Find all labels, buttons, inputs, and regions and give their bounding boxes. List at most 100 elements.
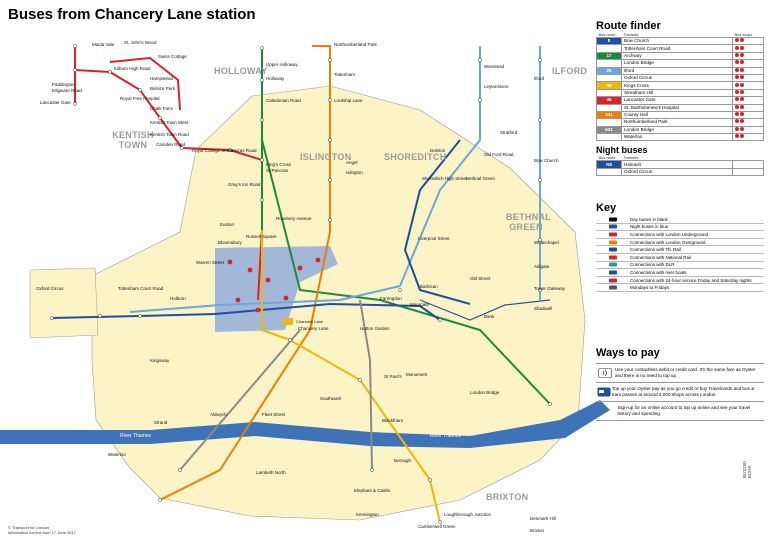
area-label: ILFORD <box>552 66 588 76</box>
route-number <box>596 118 622 127</box>
stop-label: Liverpool Street <box>418 236 450 241</box>
chancery-lane-roundel <box>283 318 293 325</box>
route-destination: London Bridge <box>621 125 733 135</box>
route-45-line <box>261 230 441 523</box>
key-item: Connections with National Rail <box>596 254 764 262</box>
area-label: HOLLOWAY <box>214 66 268 76</box>
bus-stop-icons <box>732 118 764 127</box>
route-25-line <box>129 46 541 313</box>
key-label: Mondays to Fridays <box>630 285 670 291</box>
footer: © Transport for London Information corre… <box>8 525 76 535</box>
stop-label: Camden Road <box>156 142 186 147</box>
route-number <box>596 59 622 68</box>
stop-label: Aldwych <box>210 412 227 417</box>
stop-label: Tottenham <box>334 72 356 77</box>
route-number: 341 <box>596 110 622 120</box>
stop-label: Denmark Hill <box>530 516 556 521</box>
stop-label: Aldgate <box>534 264 550 269</box>
night-buses-heading: Night buses <box>596 145 648 156</box>
route-row: St. Bartholomew's Hospital <box>596 103 764 112</box>
route-destination: St. Bartholomew's Hospital <box>621 103 733 112</box>
route-8-spur <box>419 299 551 321</box>
key-label: Connections with TfL Rail <box>630 247 681 253</box>
key-label: Connections with London Overground <box>630 239 706 245</box>
stop-label: Southwark <box>320 396 342 401</box>
key-label: Connections with DLR <box>630 262 675 268</box>
stop-label: Fleet Street <box>262 412 286 417</box>
route-destination: Waterloo <box>621 133 733 142</box>
stop-label: Dalston <box>430 148 446 153</box>
pay-text: Top up your Oyster pay as you go credit … <box>611 386 755 397</box>
stop-label: Maida Vale <box>92 42 115 47</box>
stop-label: Tower Gateway <box>534 286 566 291</box>
route-destination: Oxford Circus <box>621 73 733 83</box>
river-label: River Thames <box>430 433 462 439</box>
area-label: SHOREDITCH <box>384 152 447 162</box>
stop-label: Wanstead <box>484 64 505 69</box>
route-341-line <box>159 45 331 501</box>
pay-text: Use your contactless debit or credit car… <box>614 367 756 378</box>
route-number: 46 <box>596 96 622 105</box>
stop-label: Royal Free Hospital <box>120 96 160 101</box>
key-symbol-icon <box>596 278 630 283</box>
ways-to-pay-heading: Ways to pay <box>596 347 660 359</box>
bus-stop-icons <box>732 73 764 83</box>
key-item: Connections with DLR <box>596 262 764 270</box>
stop-label: Bethnal Green <box>466 176 496 181</box>
route-destination: Bow Church <box>621 36 733 46</box>
stop-label: St Pancras <box>266 168 289 173</box>
chancery-lane-badge: Chancery Lane <box>296 319 324 324</box>
route-destination: Streatham Hill <box>621 88 733 98</box>
key-label: Day buses in black <box>630 216 668 222</box>
contactless-icon <box>596 367 615 379</box>
stop-label: King's Cross <box>266 162 292 167</box>
stop-label: Swiss Cottage <box>158 54 187 59</box>
key-item: Connections with London Overground <box>596 239 764 247</box>
col-header: Towards <box>623 155 639 161</box>
stop-label: Northumberland Park <box>334 42 377 47</box>
pay-online: Sign-up for an online account to top up … <box>596 401 764 421</box>
route-destination: Oxford Circus <box>621 167 733 177</box>
stop-label: Old Ford Road <box>484 152 514 157</box>
route-destination: Archway <box>621 51 733 61</box>
key-label: Connections with 24-hour service Friday … <box>630 277 752 283</box>
stop-label: Blackfriars <box>382 418 404 423</box>
bus-stop-icons <box>732 36 764 46</box>
stop-label: Paddington <box>52 82 75 87</box>
stop-label: Islington <box>346 170 363 175</box>
stop-label: Shoreditch High Street <box>422 176 468 181</box>
oyster-card-icon <box>596 386 612 398</box>
page-title: Buses from Chancery Lane station <box>8 6 256 23</box>
stop-label: Farringdon <box>380 296 402 301</box>
stop-label: Leytonstone <box>484 84 509 89</box>
bus-stop-icons <box>732 96 764 105</box>
route-row: London Bridge <box>596 59 764 68</box>
stop-label: Belsize Park <box>150 86 176 91</box>
stop-label: Kilburn High Road <box>114 66 151 71</box>
route-finder-heading: Route finder <box>596 20 661 32</box>
stop-label: Kentish Town Road <box>150 132 189 137</box>
key-item: Connections with London Underground <box>596 231 764 239</box>
key-item: Night buses in blue <box>596 224 764 232</box>
route-destination: Kings Cross <box>621 81 733 90</box>
stop-label: Shadwell <box>534 306 553 311</box>
key-symbol-icon <box>596 224 630 229</box>
route-destination: Hainault <box>621 160 733 169</box>
route-number <box>596 103 622 112</box>
bus-stop-icons <box>732 125 764 135</box>
route-number <box>596 133 622 142</box>
route-row: Tottenham Court Road <box>596 44 764 53</box>
info-date: Information correct from 17 June 2017 <box>8 530 76 535</box>
stop-label: Chalk Farm <box>150 106 174 111</box>
route-destination: County Hall <box>621 110 733 120</box>
stop-label: Chancery Lane <box>298 326 329 331</box>
key-symbol-icon <box>596 217 630 222</box>
route-destination: Lancaster Gate <box>621 96 733 105</box>
route-number <box>596 167 622 177</box>
